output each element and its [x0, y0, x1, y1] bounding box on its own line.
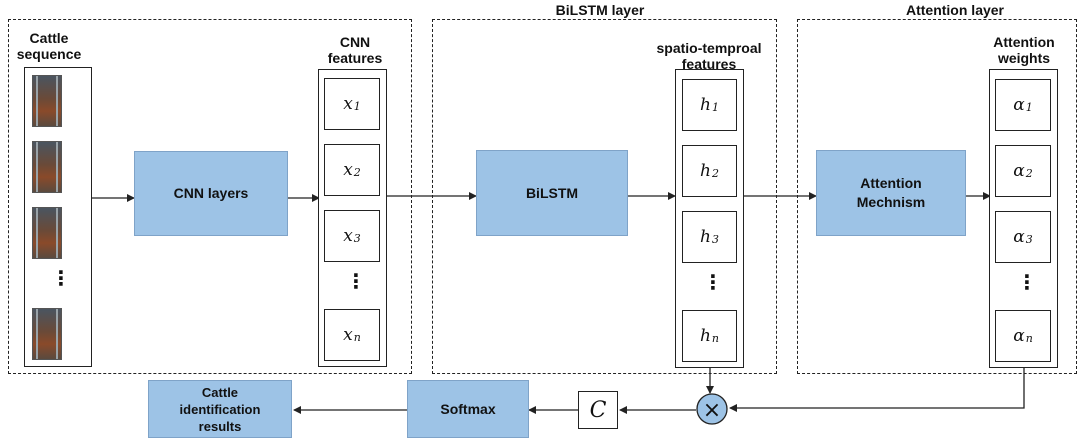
softmax-block: Softmax — [407, 380, 529, 438]
spatio-features-ellipsis: ⋮ — [703, 272, 723, 294]
cnn-layers-block: CNN layers — [134, 151, 288, 236]
cattle-frame-1 — [32, 75, 62, 127]
cattle-identification-results-block: Cattle identification results — [148, 380, 292, 438]
bilstm-block: BiLSTM — [476, 150, 628, 236]
attention-layer-header: Attention layer — [905, 2, 1004, 18]
attention-mechanism-block: Attention Mechnism — [816, 150, 966, 236]
cattle-sequence-ellipsis: ⋮ — [51, 268, 71, 290]
arrow-alpha-to-multiply — [729, 368, 1025, 412]
bilstm-region — [432, 19, 777, 374]
bilstm-layer-header: BiLSTM layer — [555, 2, 645, 18]
multiply-node — [696, 393, 728, 425]
cattle-sequence-title: Cattle sequence — [16, 30, 82, 62]
multiply-symbol: × — [703, 398, 721, 423]
context-vector-box: C — [578, 391, 618, 429]
attention-region — [797, 19, 1077, 374]
spatio-features-title: spatio-temproal features — [656, 40, 762, 72]
cnn-features-ellipsis: ⋮ — [346, 271, 366, 293]
cattle-frame-n — [32, 308, 62, 360]
attention-weights-title: Attention weights — [993, 34, 1055, 66]
cnn-features-title: CNN features — [327, 34, 383, 66]
cattle-frame-3 — [32, 207, 62, 259]
cattle-frame-2 — [32, 141, 62, 193]
cnn-region — [8, 19, 412, 374]
attention-weights-ellipsis: ⋮ — [1017, 272, 1037, 294]
